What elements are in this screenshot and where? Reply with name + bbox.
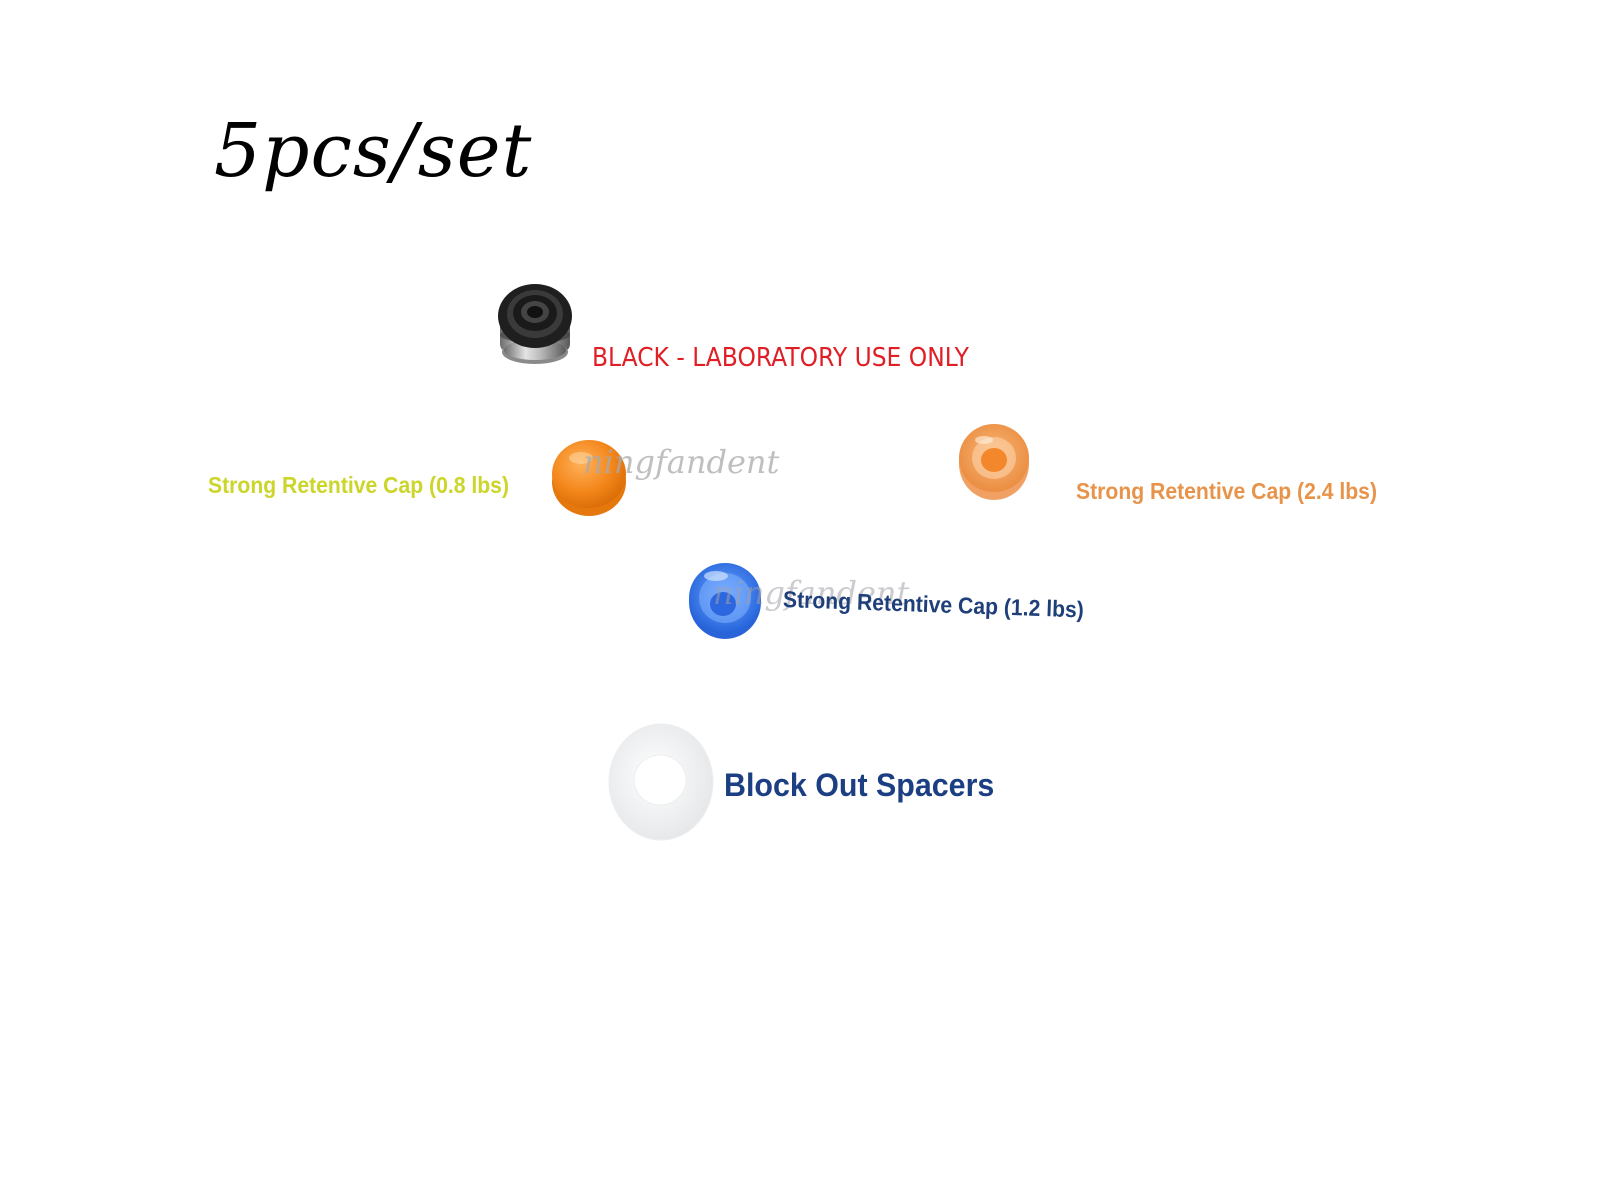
cap-0-8-label: Strong Retentive Cap (0.8 lbs) xyxy=(208,472,509,498)
watermark-text-2: ningfandent xyxy=(713,574,910,612)
black-cap-icon xyxy=(498,284,572,364)
cap-1-2-label: Strong Retentive Cap (1.2 lbs) xyxy=(782,586,1085,623)
cap-2-4-label: Strong Retentive Cap (2.4 lbs) xyxy=(1076,478,1377,504)
orange-cap-icon xyxy=(552,440,626,516)
black-cap-label: BLACK - LABORATORY USE ONLY xyxy=(592,343,969,373)
light-orange-cap-icon xyxy=(959,424,1029,500)
page-title: 5pcs/set xyxy=(214,108,533,194)
spacer-label: Block Out Spacers xyxy=(724,767,995,803)
watermark-text: ningfandent xyxy=(583,443,780,481)
white-ring-icon xyxy=(608,723,714,841)
blue-cap-icon xyxy=(689,563,761,639)
